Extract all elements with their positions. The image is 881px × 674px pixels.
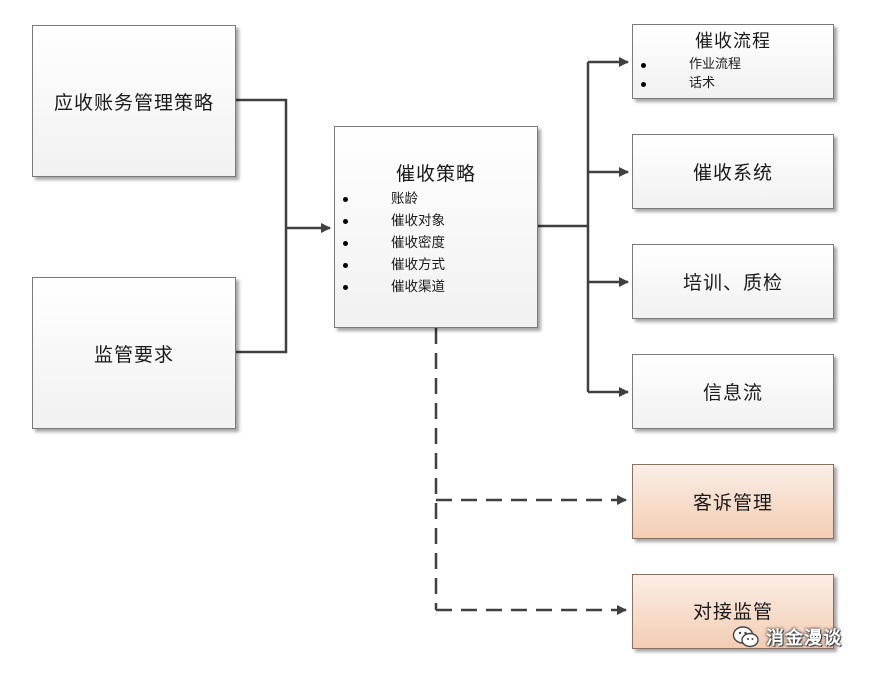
- wechat-icon: [732, 626, 759, 648]
- list-item: 话术: [633, 74, 833, 93]
- list-item: 催收对象: [335, 210, 537, 232]
- list-item: 作业流程: [633, 55, 833, 74]
- box-receivables-policy: 应收账务管理策略: [32, 25, 236, 177]
- connector-policy: [236, 98, 288, 228]
- label-regulatory-liaison: 对接监管: [692, 601, 773, 623]
- label-info-flow: 信息流: [702, 382, 763, 404]
- box-collection-strategy: 催收策略 账龄 催收对象 催收密度 催收方式 催收渠道: [334, 126, 538, 328]
- bullet-icon: [641, 82, 646, 87]
- watermark: 消金漫谈: [732, 622, 842, 652]
- box-collection-system: 催收系统: [632, 134, 834, 209]
- bullet-icon: [343, 197, 348, 202]
- label-regulatory: 监管要求: [93, 343, 174, 366]
- label-complaint-management: 客诉管理: [692, 492, 773, 514]
- strategy-items: 账龄 催收对象 催收密度 催收方式 催收渠道: [335, 188, 537, 298]
- list-item: 催收渠道: [335, 276, 537, 298]
- label-receivables-policy: 应收账务管理策略: [53, 91, 214, 114]
- box-regulatory: 监管要求: [32, 277, 236, 429]
- box-training-qc: 培训、质检: [632, 244, 834, 319]
- box-complaint-management: 客诉管理: [632, 464, 834, 539]
- list-item: 催收方式: [335, 254, 537, 276]
- bullet-icon: [343, 241, 348, 246]
- label-training-qc: 培训、质检: [682, 272, 783, 294]
- strategy-title: 催收策略: [395, 163, 476, 185]
- box-collection-process: 催收流程 作业流程 话术: [632, 24, 834, 99]
- connector-regulatory: [236, 228, 288, 354]
- bullet-icon: [343, 263, 348, 268]
- watermark-text: 消金漫谈: [766, 628, 842, 649]
- list-item: 催收密度: [335, 232, 537, 254]
- label-collection-system: 催收系统: [692, 162, 773, 184]
- bullet-icon: [641, 63, 646, 68]
- process-title: 催收流程: [695, 31, 771, 52]
- bullet-icon: [343, 285, 348, 290]
- list-item: 账龄: [335, 188, 537, 210]
- process-items: 作业流程 话术: [633, 55, 833, 93]
- bullet-icon: [343, 219, 348, 224]
- box-info-flow: 信息流: [632, 354, 834, 429]
